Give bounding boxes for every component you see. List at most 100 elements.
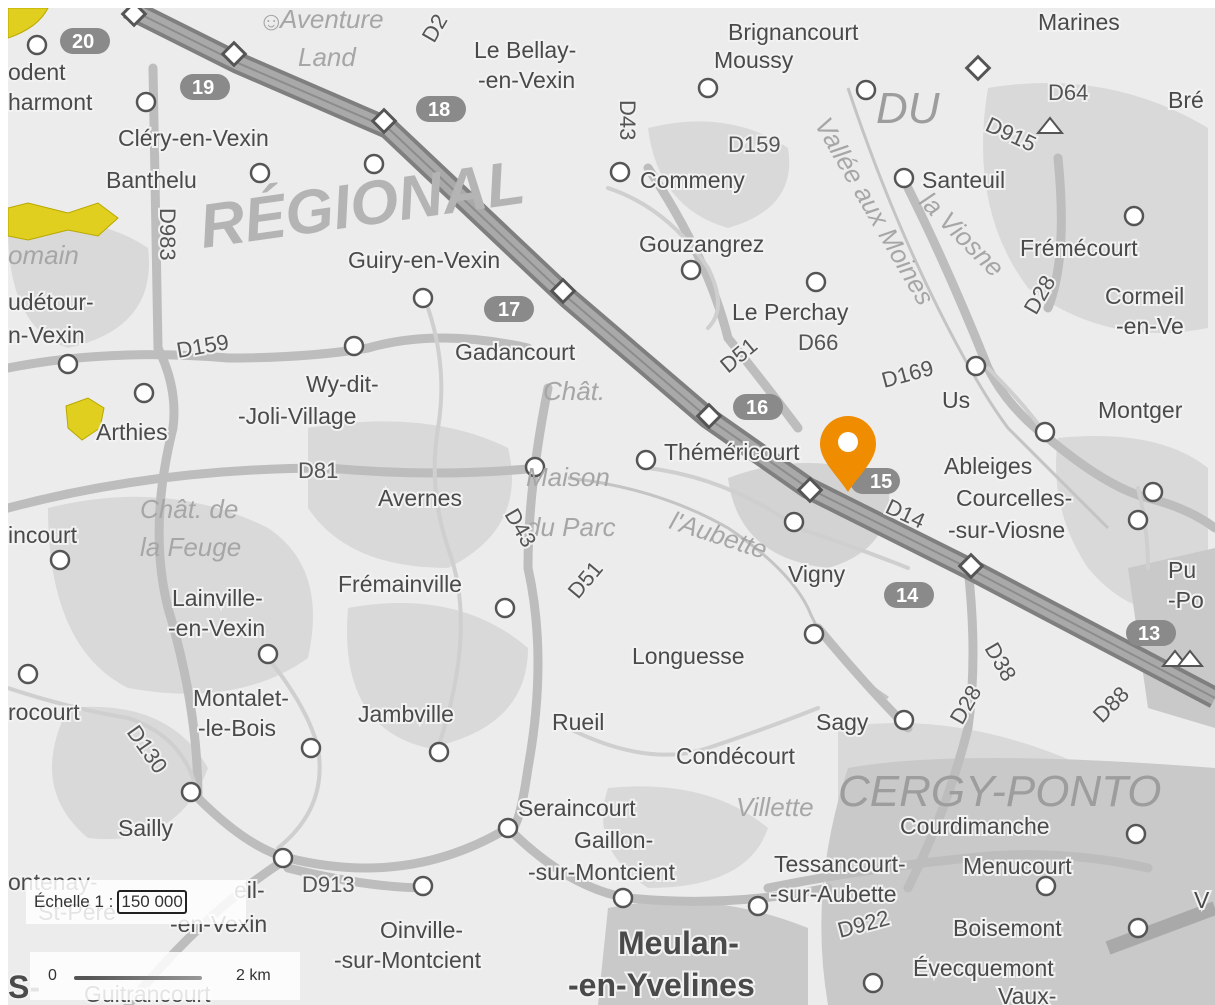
svg-text:Vigny: Vigny — [788, 561, 846, 587]
svg-text:Gaillon-: Gaillon- — [574, 827, 653, 853]
svg-text:Cormeil: Cormeil — [1105, 283, 1184, 309]
svg-text:harmont: harmont — [8, 89, 93, 115]
svg-text:Sagy: Sagy — [816, 709, 869, 735]
svg-text:du Parc: du Parc — [526, 512, 616, 542]
svg-text:Maison: Maison — [526, 462, 610, 492]
exit-badges: 20 19 18 17 16 15 14 13 — [60, 28, 1176, 646]
svg-text:-en-Yvelines: -en-Yvelines — [568, 967, 755, 1003]
svg-text:14: 14 — [896, 585, 919, 607]
svg-text:19: 19 — [192, 77, 214, 99]
svg-text:Évecquemont: Évecquemont — [913, 955, 1054, 981]
svg-text:-en-Vexin: -en-Vexin — [168, 615, 265, 641]
svg-text:incourt: incourt — [8, 522, 78, 548]
svg-text:20: 20 — [72, 31, 94, 53]
place-circles — [17, 34, 1164, 994]
svg-text:D913: D913 — [302, 872, 355, 897]
svg-text:Le Bellay-: Le Bellay- — [474, 37, 576, 63]
interchanges — [120, 8, 992, 580]
svg-text:Avernes: Avernes — [378, 485, 462, 511]
scale-prefix: Échelle 1 : — [34, 892, 114, 911]
svg-text:Chât.: Chât. — [543, 376, 605, 406]
svg-text:Chât. de: Chât. de — [140, 494, 238, 524]
protected-areas — [8, 8, 119, 441]
svg-text:D64: D64 — [1048, 80, 1088, 105]
svg-text:Bré: Bré — [1168, 87, 1204, 113]
scale-ratio-box: Échelle 1 : 150 000 — [26, 880, 246, 924]
svg-text:Commeny: Commeny — [640, 167, 745, 193]
svg-text:Gouzangrez: Gouzangrez — [639, 231, 764, 257]
svg-text:Théméricourt: Théméricourt — [664, 439, 800, 465]
svg-text:la Feuge: la Feuge — [140, 532, 241, 562]
motorway — [123, 8, 1215, 955]
svg-text:Us: Us — [942, 387, 970, 413]
svg-text:udétour-: udétour- — [8, 289, 94, 315]
svg-text:Seraincourt: Seraincourt — [518, 795, 636, 821]
svg-text:-sur-Aubette: -sur-Aubette — [770, 881, 897, 907]
region-label-du: DU — [876, 84, 940, 133]
svg-text:Brignancourt: Brignancourt — [728, 19, 859, 45]
svg-text:Cléry-en-Vexin: Cléry-en-Vexin — [118, 125, 269, 151]
svg-text:CERGY-PONTO: CERGY-PONTO — [838, 767, 1162, 816]
svg-text:Sailly: Sailly — [118, 815, 173, 841]
svg-text:V: V — [1194, 887, 1210, 913]
svg-text:Land: Land — [298, 42, 357, 72]
place-marines: Marines — [1038, 9, 1120, 35]
location-pin-marker[interactable] — [820, 416, 876, 492]
svg-text:D66: D66 — [798, 330, 838, 355]
svg-text:Lainville-: Lainville- — [172, 585, 263, 611]
svg-text:Guiry-en-Vexin: Guiry-en-Vexin — [348, 247, 500, 273]
svg-text:-sur-Viosne: -sur-Viosne — [948, 517, 1065, 543]
map-canvas[interactable]: 20 19 18 17 16 15 14 13 RÉGIONAL DU Mari… — [8, 8, 1215, 1005]
svg-text:Boisemont: Boisemont — [953, 915, 1062, 941]
svg-text:13: 13 — [1138, 623, 1160, 645]
svg-text:Menucourt: Menucourt — [963, 853, 1072, 879]
svg-text:15: 15 — [870, 471, 892, 493]
toll-markers — [1035, 116, 1205, 667]
svg-text:D81: D81 — [298, 458, 338, 483]
svg-text:Tessancourt-: Tessancourt- — [774, 851, 906, 877]
map-layer: 20 19 18 17 16 15 14 13 RÉGIONAL DU Mari… — [8, 8, 1215, 1005]
svg-text:omain: omain — [8, 240, 79, 270]
svg-text:-en-Vexin: -en-Vexin — [478, 67, 575, 93]
svg-text:Le Perchay: Le Perchay — [732, 299, 849, 325]
svg-text:Condécourt: Condécourt — [676, 743, 796, 769]
svg-text:Frémainville: Frémainville — [338, 571, 462, 597]
svg-text:n-Vexin: n-Vexin — [8, 322, 85, 348]
svg-text:-Joli-Village: -Joli-Village — [238, 403, 356, 429]
svg-text:Jambville: Jambville — [358, 701, 454, 727]
svg-text:Santeuil: Santeuil — [922, 167, 1005, 193]
svg-text:Villette: Villette — [736, 792, 814, 822]
svg-text:Aventure: Aventure — [278, 8, 384, 34]
svg-text:Moussy: Moussy — [714, 47, 794, 73]
scale-bar-distance: 2 km — [236, 967, 271, 984]
svg-text:Courcelles-: Courcelles- — [956, 485, 1072, 511]
svg-text:-Po: -Po — [1168, 587, 1204, 613]
svg-text:D159: D159 — [728, 132, 781, 157]
svg-text:Ableiges: Ableiges — [944, 453, 1032, 479]
svg-text:Longuesse: Longuesse — [632, 643, 745, 669]
svg-text:-sur-Montcient: -sur-Montcient — [334, 947, 482, 973]
scale-bar-line — [74, 976, 202, 980]
svg-text:Oinville-: Oinville- — [380, 917, 463, 943]
svg-text:odent: odent — [8, 59, 66, 85]
svg-text:-sur-Montcient: -sur-Montcient — [528, 859, 676, 885]
svg-text:Gadancourt: Gadancourt — [455, 339, 576, 365]
svg-text:Arthies: Arthies — [96, 419, 168, 445]
svg-text:16: 16 — [746, 397, 768, 419]
svg-text:☺: ☺ — [258, 8, 285, 36]
svg-text:Frémécourt: Frémécourt — [1020, 235, 1138, 261]
svg-text:D983: D983 — [155, 208, 180, 261]
svg-text:Wy-dit-: Wy-dit- — [306, 371, 379, 397]
svg-text:Courdimanche: Courdimanche — [900, 813, 1050, 839]
scale-bar: 0 2 km — [30, 952, 300, 1000]
svg-text:17: 17 — [498, 299, 520, 321]
svg-text:-en-Ve: -en-Ve — [1116, 313, 1184, 339]
svg-text:D43: D43 — [615, 100, 640, 140]
svg-text:Montger: Montger — [1098, 397, 1183, 423]
svg-text:Banthelu: Banthelu — [106, 167, 197, 193]
scale-ratio-input[interactable]: 150 000 — [117, 890, 187, 914]
svg-text:Vaux-: Vaux- — [998, 983, 1056, 1005]
scale-bar-zero: 0 — [48, 967, 57, 984]
svg-text:Rueil: Rueil — [552, 709, 604, 735]
svg-text:Montalet-: Montalet- — [193, 685, 289, 711]
